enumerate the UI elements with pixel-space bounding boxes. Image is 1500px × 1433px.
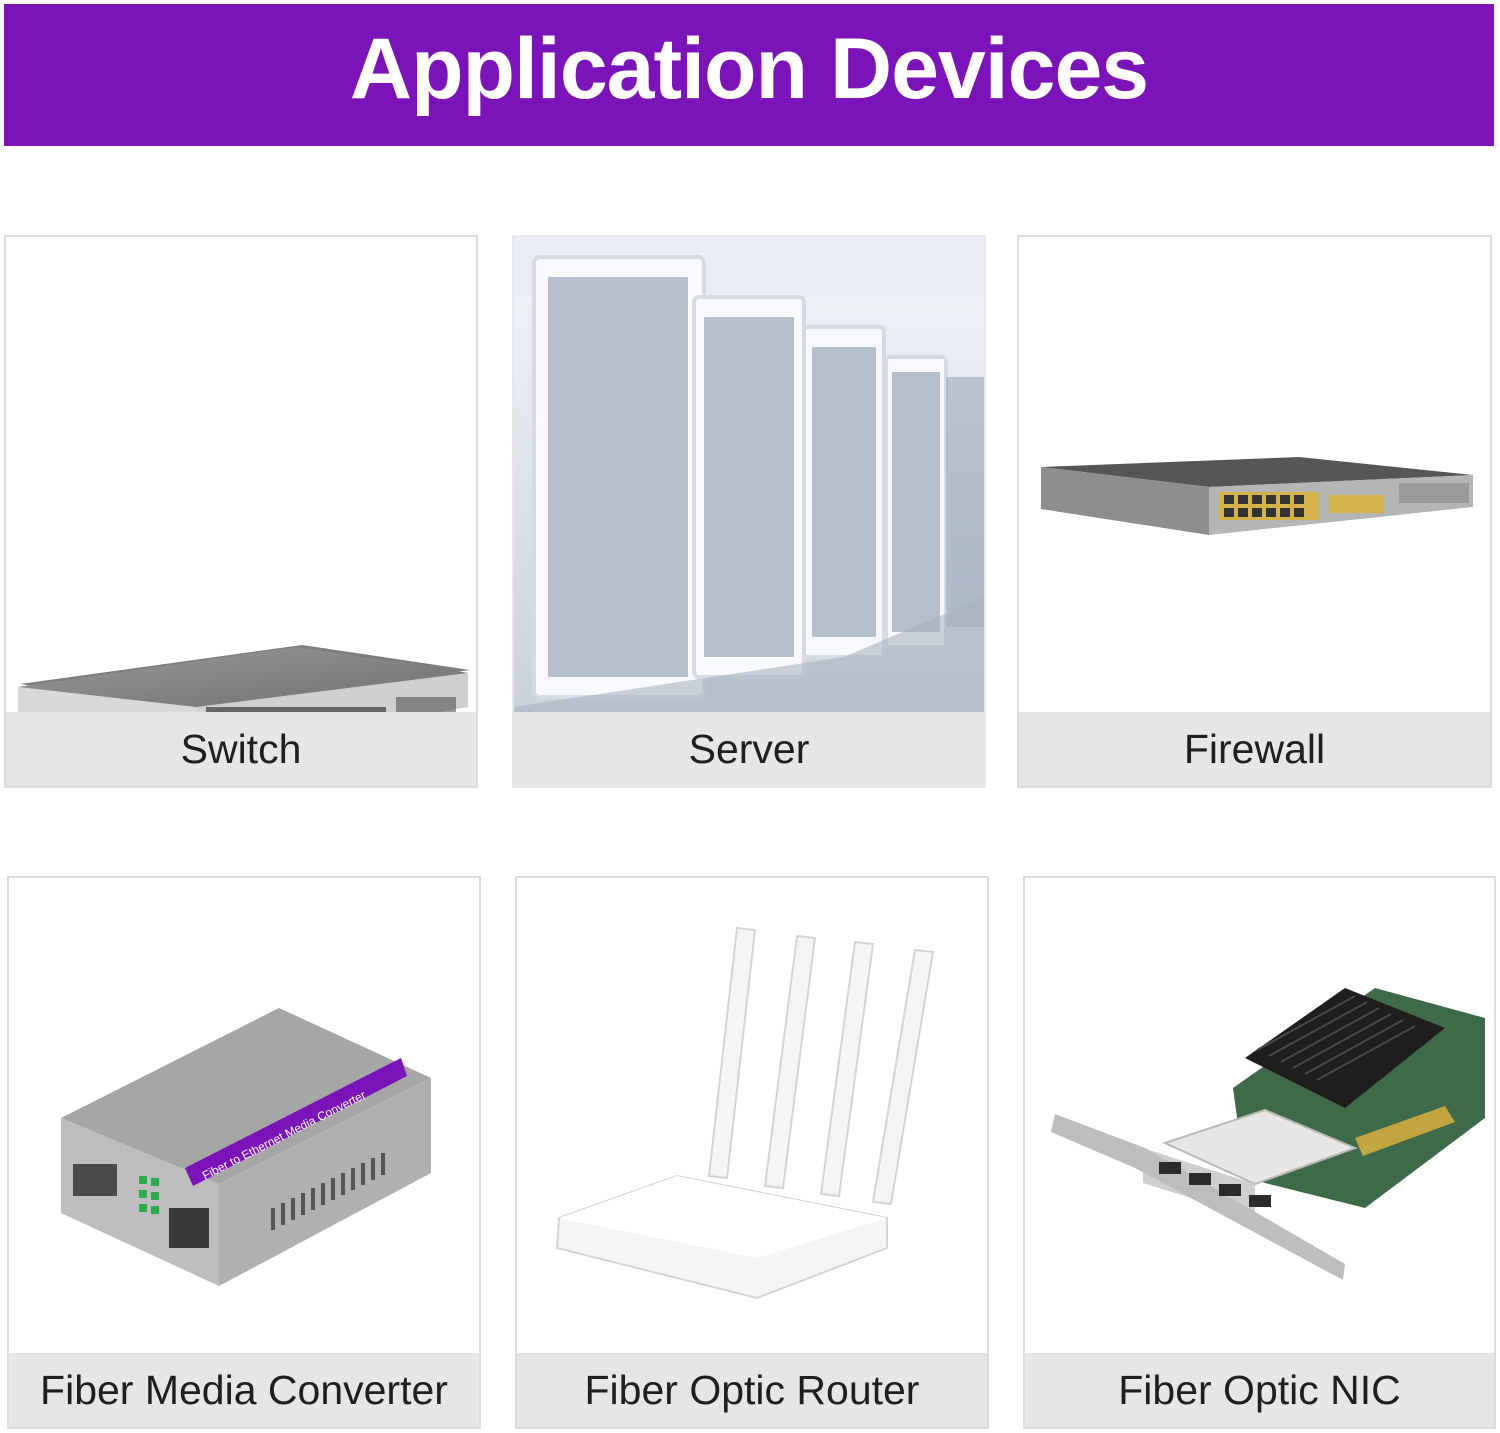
device-card-firewall: Firewall [1017,235,1492,788]
server-rack-image [514,237,984,714]
device-label: Fiber Optic NIC [1025,1353,1494,1427]
page-title: Application Devices [349,20,1149,117]
device-card-switch: Switch [4,235,478,788]
media-converter-image: Fiber to Ethernet Media Converter [9,878,479,1355]
device-card-fiber-optic-router: Fiber Optic Router [515,876,989,1429]
firewall-appliance-image [1019,237,1490,714]
device-card-server: Server [512,235,986,788]
device-card-fiber-optic-nic: Fiber Optic NIC [1023,876,1496,1429]
device-card-fiber-media-converter: Fiber to Ethernet Media Converter Fiber … [7,876,481,1429]
device-label: Fiber Optic Router [517,1353,987,1427]
device-label: Server [514,712,984,786]
wifi-router-image [517,878,987,1355]
device-label: Switch [6,712,476,786]
page-header: Application Devices [4,4,1494,146]
network-switch-image [6,237,476,714]
network-card-image [1025,878,1494,1355]
device-label: Firewall [1019,712,1490,786]
device-label: Fiber Media Converter [9,1353,479,1427]
